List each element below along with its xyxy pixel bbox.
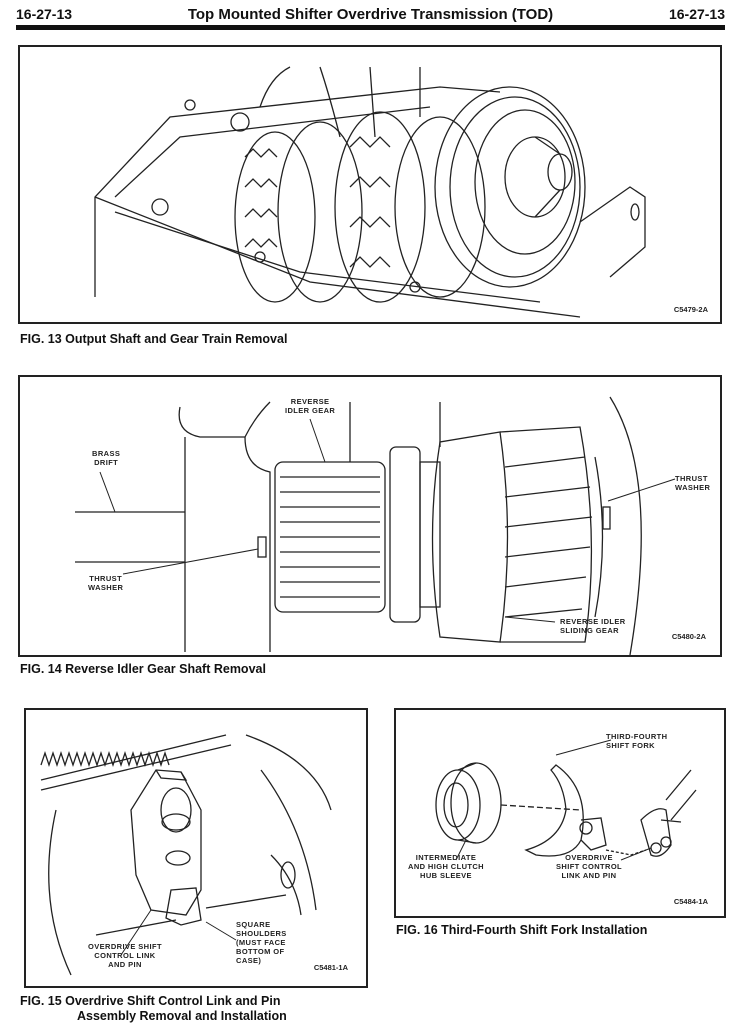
figure-15-caption: FIG. 15 Overdrive Shift Control Link and…	[20, 994, 287, 1024]
figure-13-caption: FIG. 13 Output Shaft and Gear Train Remo…	[20, 332, 288, 346]
shift-link-drawing	[40, 734, 332, 976]
page-title: Top Mounted Shifter Overdrive Transmissi…	[187, 6, 554, 23]
shift-fork-drawing	[435, 739, 697, 861]
page-number-right: 16-27-13	[668, 6, 725, 22]
figure-15-caption-line1: FIG. 15 Overdrive Shift Control Link and…	[20, 994, 281, 1008]
page-header: 16-27-13 Top Mounted Shifter Overdrive T…	[16, 4, 725, 24]
header-rule	[16, 25, 725, 30]
figure-13-code: C5479-2A	[673, 305, 708, 314]
figure-14-code: C5480-2A	[671, 632, 706, 641]
figure-15-code: C5481-1A	[313, 963, 348, 972]
gear-train-drawing	[94, 66, 646, 318]
page-number-left: 16-27-13	[16, 6, 73, 22]
figure-15-caption-line2: Assembly Removal and Installation	[77, 1009, 287, 1023]
reverse-idler-drawing	[75, 396, 676, 655]
figure-13-illustration: C5479-2A	[18, 45, 722, 324]
figure-16-caption: FIG. 16 Third-Fourth Shift Fork Installa…	[396, 923, 648, 937]
figure-14-caption: FIG. 14 Reverse Idler Gear Shaft Removal	[20, 662, 266, 676]
figure-16-code: C5484-1A	[673, 897, 708, 906]
